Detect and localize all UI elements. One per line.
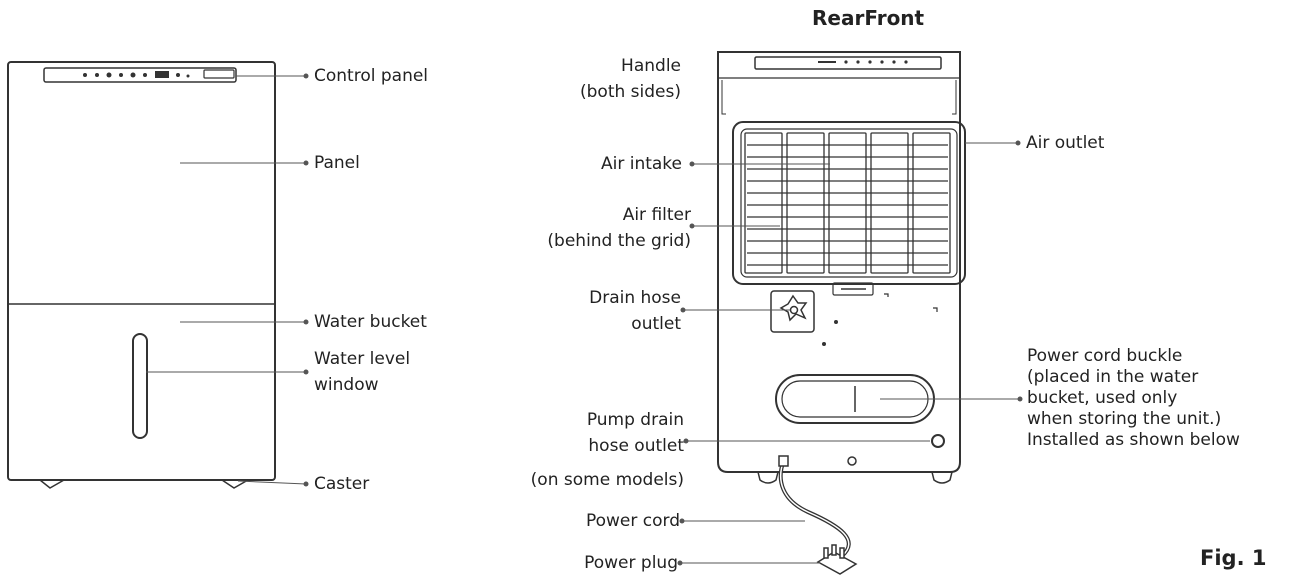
label-pump-drain-line2: hose outlet bbox=[588, 436, 684, 456]
label-power-plug: Power plug bbox=[584, 553, 678, 573]
pump-drain-port bbox=[931, 434, 945, 448]
rear-unit bbox=[717, 51, 966, 575]
front-control-display bbox=[203, 69, 235, 79]
label-panel: Panel bbox=[314, 153, 360, 173]
front-unit bbox=[7, 61, 276, 489]
diagram-title: RearFront bbox=[812, 6, 925, 30]
label-handle-line2: (both sides) bbox=[580, 82, 681, 102]
label-buckle-line5: Installed as shown below bbox=[1027, 430, 1240, 450]
label-water-bucket: Water bucket bbox=[314, 312, 427, 332]
label-drain-hose-line1: Drain hose bbox=[589, 288, 681, 308]
label-drain-hose-line2: outlet bbox=[631, 314, 681, 334]
label-water-level-line2: window bbox=[314, 375, 379, 395]
control-panel-strip bbox=[43, 67, 237, 83]
label-power-cord-buckle: Power cord buckle (placed in the water b… bbox=[1027, 346, 1240, 451]
air-intake-grill bbox=[744, 132, 951, 274]
label-water-level-line1: Water level bbox=[314, 349, 411, 369]
label-pump-drain: Pump drain hose outlet (on some models) bbox=[531, 409, 684, 491]
rear-top-buttons bbox=[818, 60, 908, 64]
label-buckle-line2: (placed in the water bbox=[1027, 367, 1199, 387]
right-caster bbox=[221, 479, 249, 489]
label-air-filter: Air filter (behind the grid) bbox=[547, 204, 691, 252]
label-water-level-window: Water level window bbox=[314, 348, 410, 396]
label-control-panel: Control panel bbox=[314, 66, 429, 86]
label-air-intake: Air intake bbox=[600, 154, 682, 174]
label-power-cord: Power cord bbox=[585, 511, 680, 531]
label-buckle-line3: bucket, used only bbox=[1027, 388, 1178, 408]
label-air-filter-line2: (behind the grid) bbox=[547, 231, 691, 251]
drain-hose-outlet-shape bbox=[770, 290, 815, 333]
rear-top-panel bbox=[754, 56, 942, 70]
label-pump-drain-line3: (on some models) bbox=[530, 470, 684, 490]
filter-tab bbox=[832, 282, 874, 296]
label-buckle-line1: Power cord buckle bbox=[1027, 346, 1183, 366]
label-caster: Caster bbox=[314, 474, 370, 494]
label-air-filter-line1: Air filter bbox=[622, 205, 691, 225]
label-pump-drain-line1: Pump drain bbox=[586, 410, 684, 430]
label-drain-hose-outlet: Drain hose outlet bbox=[589, 287, 681, 335]
water-level-window-shape bbox=[132, 333, 148, 439]
label-handle-line1: Handle bbox=[621, 56, 681, 76]
figure-label: Fig. 1 bbox=[1200, 546, 1267, 570]
label-handle: Handle (both sides) bbox=[580, 55, 681, 103]
label-air-outlet: Air outlet bbox=[1026, 133, 1105, 153]
power-cord-shape bbox=[778, 459, 851, 558]
control-panel-buttons bbox=[83, 71, 190, 78]
power-plug-shape bbox=[816, 544, 858, 575]
label-buckle-line4: when storing the unit.) bbox=[1027, 409, 1222, 429]
left-caster bbox=[39, 479, 65, 489]
air-intake-grid-frame bbox=[732, 121, 966, 285]
